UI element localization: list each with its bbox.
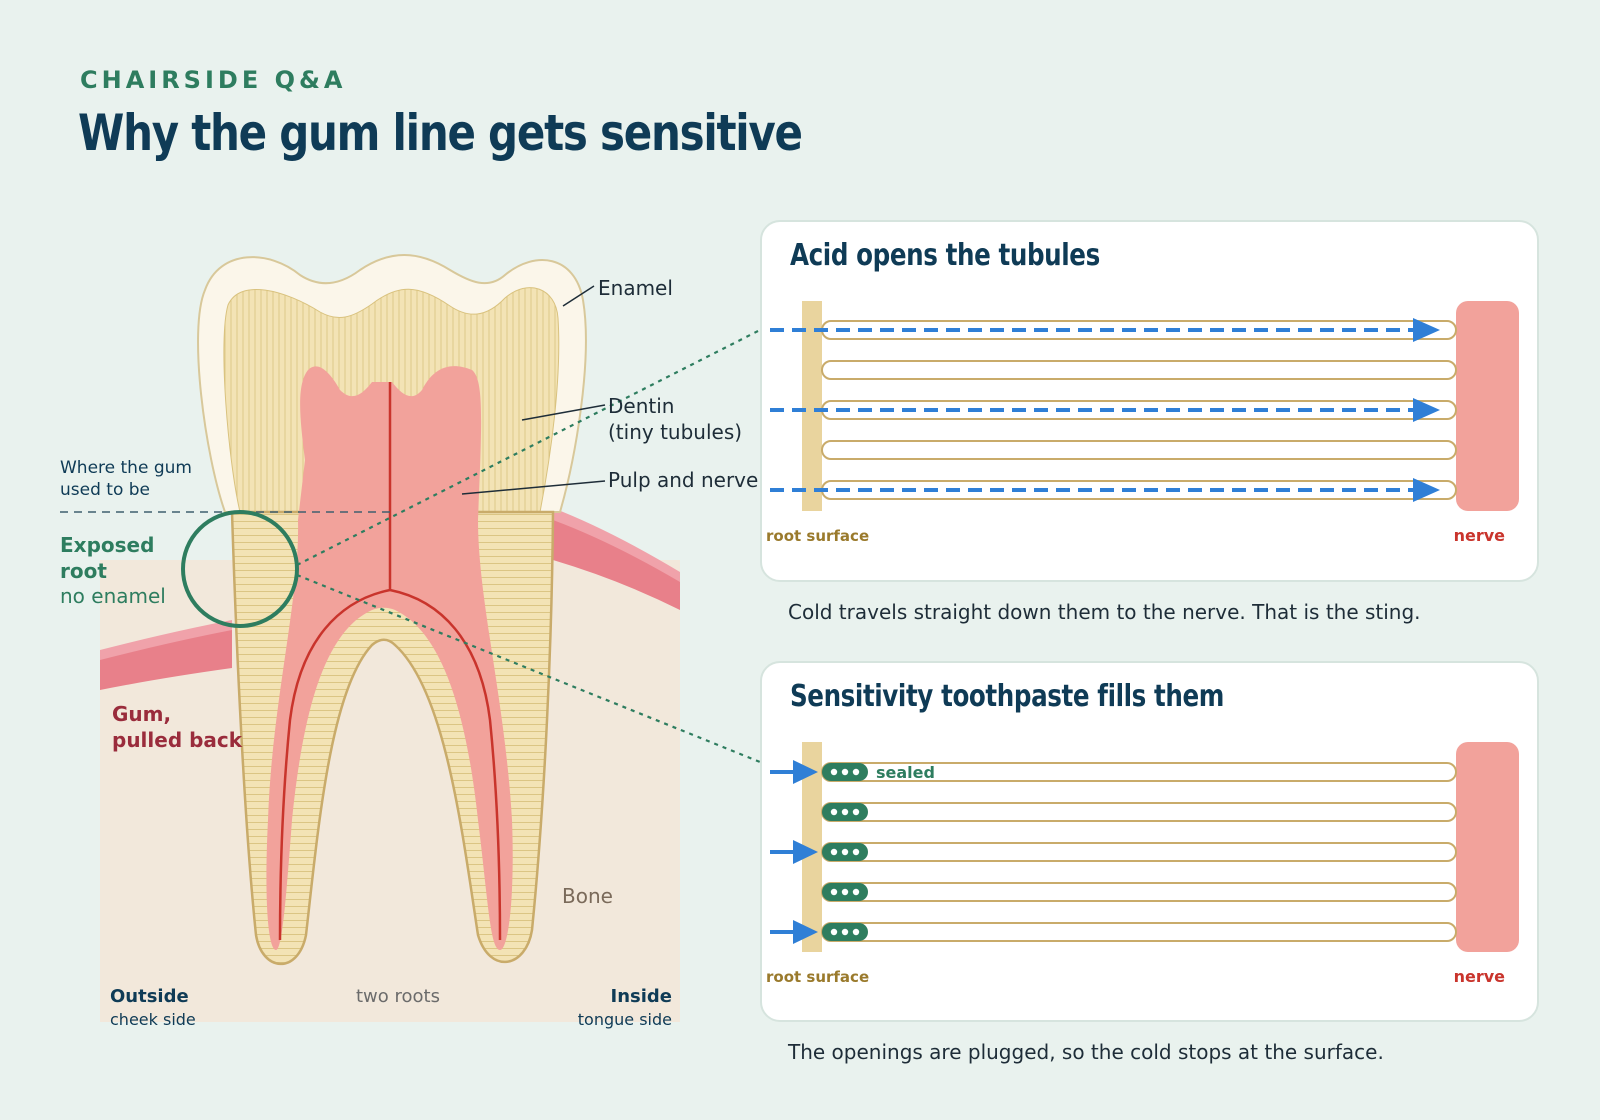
dentin-sublabel: (tiny tubules): [608, 420, 742, 444]
blocked-arrowhead: [793, 920, 818, 944]
dentin-leader: [521, 404, 606, 421]
panel2-blocked-arrows: [770, 760, 818, 944]
panel1-nerve-label: nerve: [1454, 526, 1506, 545]
gum-line-label-2: used to be: [60, 480, 150, 500]
panel2-root-surface: [802, 742, 822, 952]
nerve-line: [278, 382, 502, 941]
tubule: [821, 480, 1457, 500]
bone-label: Bone: [562, 884, 613, 908]
plug: [822, 883, 868, 901]
pulp-label: Pulp and nerve: [608, 468, 758, 492]
tubule: [821, 440, 1457, 460]
panel-toothpaste-caption: The openings are plugged, so the cold st…: [788, 1040, 1384, 1064]
panel1-nerve-block: [1456, 301, 1519, 511]
dentin-label: Dentin: [608, 394, 674, 418]
panel-acid-title: Acid opens the tubules: [790, 238, 1100, 273]
page-title: Why the gum line gets sensitive: [78, 104, 803, 162]
panel-acid-caption: Cold travels straight down them to the n…: [788, 600, 1421, 624]
blocked-arrowhead: [793, 840, 818, 864]
exposed-root-label-1: Exposed: [60, 533, 154, 557]
plug: [822, 763, 868, 781]
panel2-surface-label: root surface: [766, 968, 869, 986]
enamel-label: Enamel: [598, 276, 673, 300]
tubule: [821, 922, 1457, 942]
outside-sublabel: cheek side: [110, 1010, 196, 1029]
cold-arrowhead: [1413, 398, 1440, 422]
panel1-root-surface: [802, 301, 822, 511]
enamel-leader: [562, 285, 595, 307]
gum-line-label-1: Where the gum: [60, 458, 192, 478]
panel2-tubules: [821, 762, 1457, 942]
exposed-root-label-2: root: [60, 559, 107, 583]
sealed-label: sealed: [876, 763, 935, 782]
tubule: [821, 400, 1457, 420]
plug: [822, 843, 868, 861]
plug: [822, 923, 868, 941]
two-roots-label: two roots: [356, 986, 440, 1007]
tubule: [821, 802, 1457, 822]
zoom-line-bottom: [296, 573, 761, 764]
kicker: CHAIRSIDE Q&A: [80, 66, 347, 94]
cold-arrowhead: [1413, 318, 1440, 342]
outside-label: Outside: [110, 986, 189, 1007]
zoom-line-top: [296, 329, 761, 566]
tubule: [821, 360, 1457, 380]
panel2-nerve-block: [1456, 742, 1519, 952]
tubule: [821, 882, 1457, 902]
plug: [822, 803, 868, 821]
panel1-tubules: [821, 320, 1457, 500]
panel-toothpaste-title: Sensitivity toothpaste fills them: [790, 679, 1224, 714]
gum-label-2: pulled back: [112, 728, 243, 752]
panel1-surface-label: root surface: [766, 527, 869, 545]
panel2-plugs: [822, 763, 868, 941]
exposed-root-label-3: no enamel: [60, 584, 166, 608]
panel2-nerve-label: nerve: [1454, 967, 1506, 986]
gum: [100, 508, 680, 690]
tubule: [821, 842, 1457, 862]
cold-arrowhead: [1413, 478, 1440, 502]
blocked-arrowhead: [793, 760, 818, 784]
gum-label-1: Gum,: [112, 702, 171, 726]
exposed-root-circle: [181, 510, 299, 628]
tubule: [821, 320, 1457, 340]
panel-toothpaste: Sensitivity toothpaste fills them: [760, 661, 1539, 1022]
pulp-leader: [461, 480, 606, 495]
inside-sublabel: tongue side: [578, 1010, 672, 1029]
panel1-cold-arrows: [770, 318, 1440, 502]
inside-label: Inside: [611, 986, 673, 1007]
